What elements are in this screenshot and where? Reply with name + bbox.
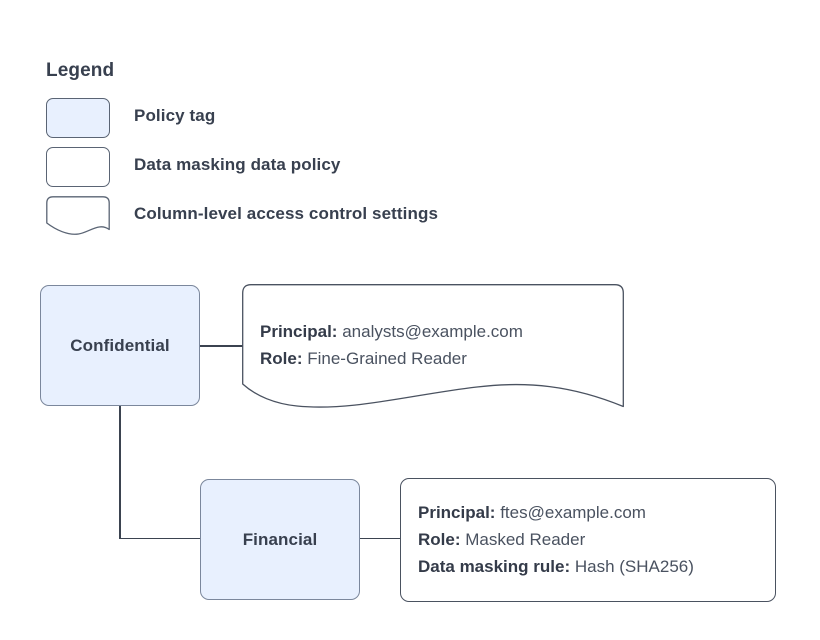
callout-key: Data masking rule: [418, 557, 571, 576]
callout-value: ftes@example.com [500, 503, 646, 522]
callout-line: Principal: ftes@example.com [418, 499, 694, 526]
callout-financial-lines: Principal: ftes@example.com Role: Masked… [418, 499, 694, 580]
callout-line: Role: Fine-Grained Reader [260, 345, 523, 372]
legend-label-data-masking-data-policy: Data masking data policy [134, 155, 341, 174]
legend-swatch-column-level-access-control-settings [46, 196, 110, 236]
callout-key: Role: [418, 530, 461, 549]
callout-confidential-lines: Principal: analysts@example.com Role: Fi… [260, 318, 523, 372]
connector-confidential-to-financial-horizontal [119, 537, 201, 539]
callout-line: Data masking rule: Hash (SHA256) [418, 553, 694, 580]
legend-label-column-level-access-control-settings: Column-level access control settings [134, 204, 439, 223]
callout-value: Hash (SHA256) [574, 557, 694, 576]
legend-swatch-data-masking-data-policy [46, 147, 110, 187]
callout-confidential-access-control[interactable]: Principal: analysts@example.com Role: Fi… [242, 284, 624, 412]
callout-value: analysts@example.com [342, 322, 523, 341]
callout-line: Role: Masked Reader [418, 526, 694, 553]
callout-value: Masked Reader [465, 530, 586, 549]
node-financial[interactable]: Financial [200, 479, 360, 600]
callout-key: Role: [260, 349, 303, 368]
connector-confidential-to-financial-vertical [119, 406, 121, 539]
callout-key: Principal: [260, 322, 338, 341]
callout-value: Fine-Grained Reader [307, 349, 467, 368]
node-confidential[interactable]: Confidential [40, 285, 200, 406]
legend-title: Legend [46, 60, 115, 81]
callout-key: Principal: [418, 503, 496, 522]
callout-line: Principal: analysts@example.com [260, 318, 523, 345]
legend-label-policy-tag: Policy tag [134, 106, 216, 125]
callout-financial-data-masking[interactable]: Principal: ftes@example.com Role: Masked… [400, 478, 776, 602]
connector-confidential-to-access-callout [200, 345, 243, 347]
connector-financial-to-masking-callout [360, 537, 401, 539]
legend-swatch-policy-tag [46, 98, 110, 138]
